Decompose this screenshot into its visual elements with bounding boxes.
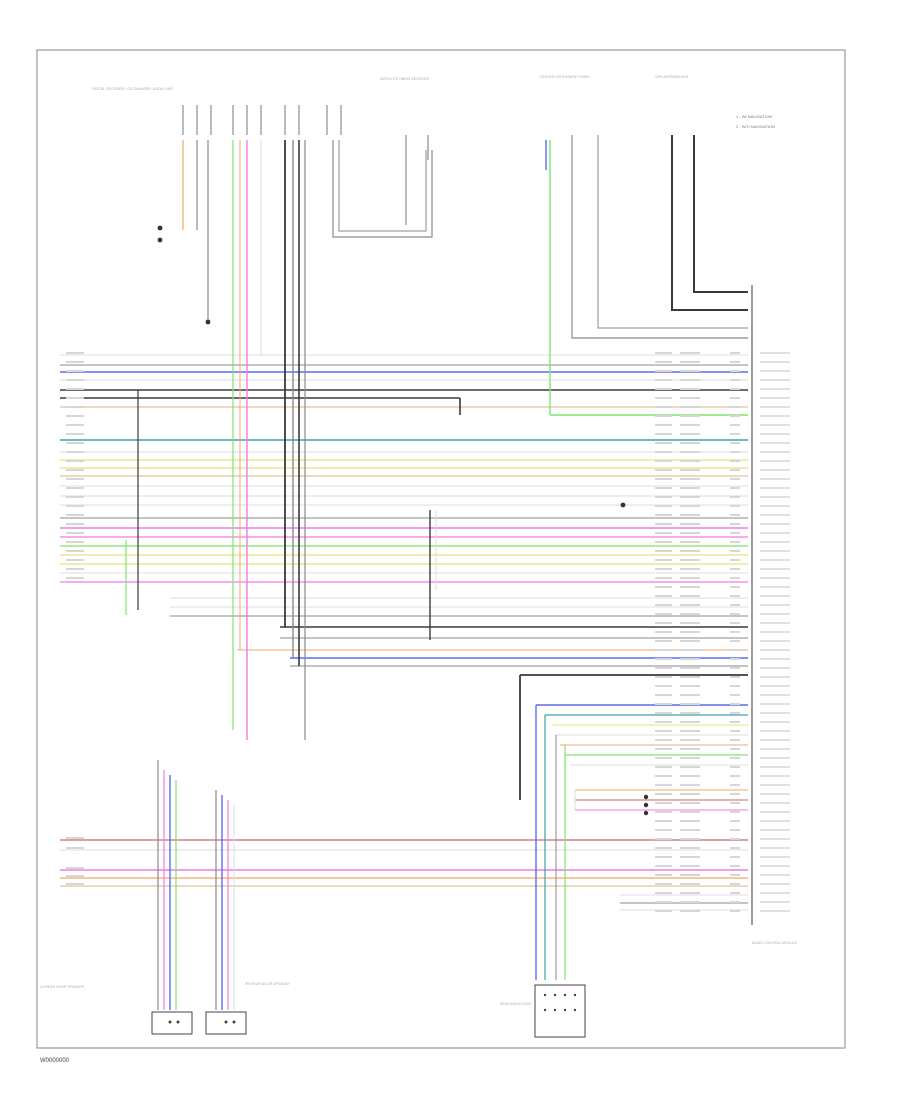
top-component-label: CENTER INSTRUMENT PANEL (540, 75, 590, 79)
horizontal-wires (60, 354, 748, 911)
top-component-label: DIGITAL RECEIVER / CD CHANGER / AUDIO UN… (92, 87, 174, 91)
satellite-wire-loop (332, 140, 433, 238)
vertical-wires (125, 135, 576, 1010)
footer-id: W0000000 (40, 1058, 70, 1064)
bottom-component-label: REAR AUDIO JACK (500, 1002, 532, 1006)
diagram-border (36, 49, 846, 1049)
top-label-block: DIGITAL RECEIVER / CD CHANGER / AUDIO UN… (40, 75, 798, 1006)
rear-audio-jack (534, 984, 586, 1038)
lh-rear-speaker (151, 1011, 193, 1035)
legend-item-2: 2 - W/O NAVIGATION (736, 124, 775, 129)
center-panel-loop (571, 135, 748, 339)
splice-points (157, 225, 649, 816)
top-component-label: GPS ANTENNA UNIT (655, 75, 690, 79)
top-connector-stubs (182, 105, 342, 135)
wire-labels (66, 352, 790, 912)
bottom-component-label: LH REAR DOOR SPEAKER (40, 985, 85, 989)
right-module-label: AUDIO CONTROL MODULE (752, 941, 798, 945)
legend-item-1: 1 - W/ NAVIGATION (736, 114, 772, 119)
speaker-pins (168, 993, 577, 1024)
gps-loop (671, 135, 748, 311)
top-component-label: SATELLITE RADIO RECEIVER (380, 77, 430, 81)
bottom-component-label: RH REAR DOOR SPEAKER (245, 982, 290, 986)
